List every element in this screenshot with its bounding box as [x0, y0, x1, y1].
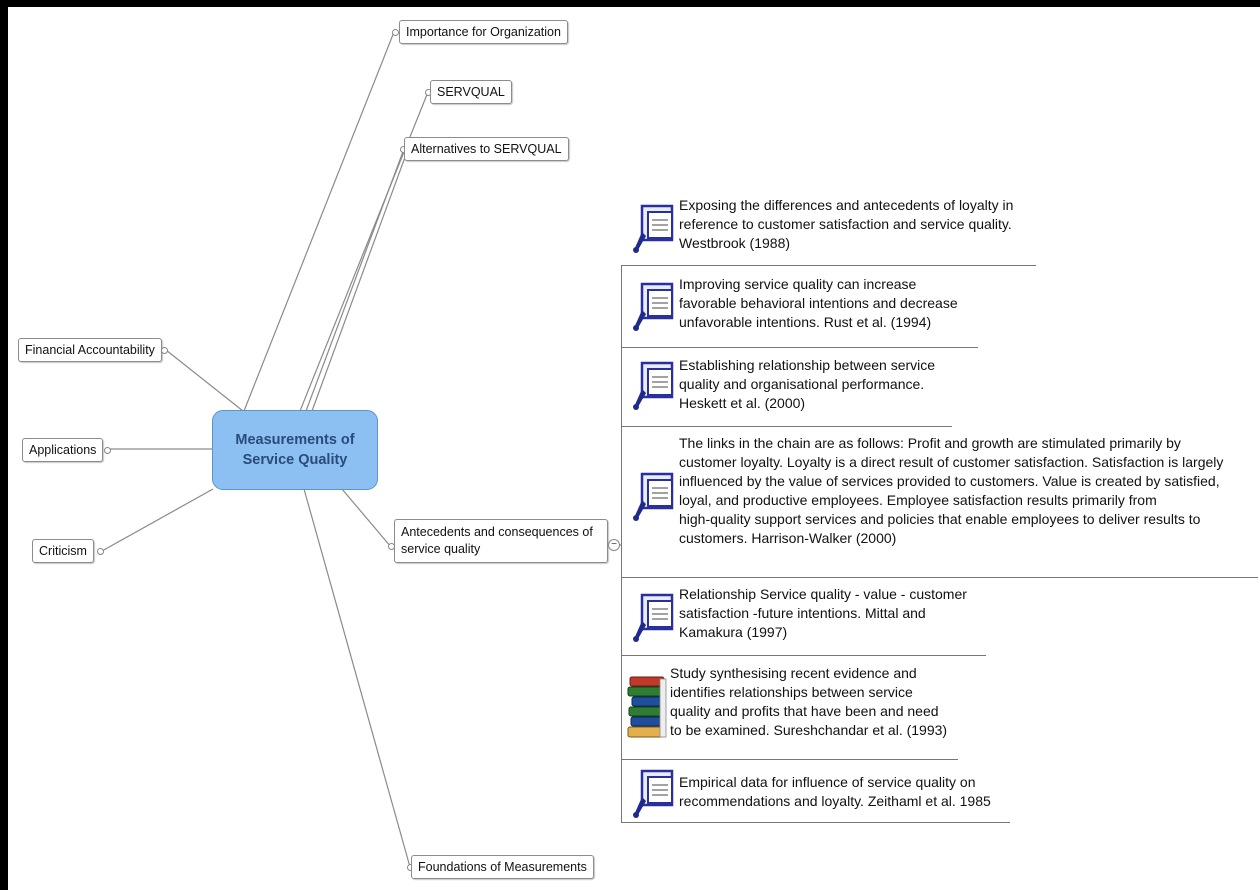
notes-bracket [621, 265, 622, 823]
connector-dot [104, 447, 111, 454]
note-line: Improving service quality can increase [679, 276, 917, 292]
note-underline [622, 426, 952, 427]
note-text: Relationship Service quality - value - c… [679, 585, 967, 642]
topic-applications[interactable]: Applications [22, 438, 104, 462]
note-icon [628, 280, 676, 332]
topic-antecedents-line-1: Antecedents and consequences of [401, 525, 593, 539]
note-line: Heskett et al. (2000) [679, 395, 806, 411]
topic-foundations-of-measurements[interactable]: Foundations of Measurements [411, 855, 594, 879]
topic-alternatives-to-servqual[interactable]: Alternatives to SERVQUAL [404, 137, 569, 161]
collapse-toggle[interactable]: − [608, 539, 620, 551]
note-line: identifies relationships between service [670, 684, 913, 700]
note-line: influenced by the value of services prov… [679, 473, 1220, 489]
note-line: recommendations and loyalty. Zeithaml et… [679, 793, 991, 809]
note-text: Improving service quality can increase f… [679, 275, 958, 332]
note-text: Empirical data for influence of service … [679, 773, 991, 811]
note-text: Establishing relationship between servic… [679, 356, 935, 413]
central-topic-line-1: Measurements of [235, 432, 355, 448]
central-topic-line-2: Service Quality [242, 452, 348, 468]
note-line: Relationship Service quality - value - c… [679, 586, 967, 602]
note-text: Exposing the differences and antecedents… [679, 196, 1013, 253]
note-underline [622, 759, 958, 760]
note-text: Study synthesising recent evidence and i… [670, 664, 947, 740]
note-line: to be examined. Sureshchandar et al. (19… [670, 722, 948, 738]
topic-antecedents-line-2: service quality [401, 542, 481, 556]
note-line: reference to customer satisfaction and s… [679, 216, 1012, 232]
note-line: Westbrook (1988) [679, 235, 791, 251]
note-line: Empirical data for influence of service … [679, 774, 976, 790]
connector-dot [97, 548, 104, 555]
note-line: The links in the chain are as follows: P… [679, 435, 1181, 451]
note-underline [622, 265, 1036, 266]
note-underline [622, 577, 1258, 578]
note-icon [628, 767, 676, 819]
mind-map-canvas: Measurements of Service Quality Financia… [8, 7, 1260, 890]
central-topic[interactable]: Measurements of Service Quality [212, 410, 378, 490]
topic-criticism[interactable]: Criticism [32, 539, 94, 563]
note-line: unfavorable intentions. Rust et al. (199… [679, 314, 932, 330]
note-line: Kamakura (1997) [679, 624, 788, 640]
note-icon [628, 359, 676, 411]
connector-dot [161, 347, 168, 354]
note-line: loyal, and productive employees. Employe… [679, 492, 1157, 508]
topic-financial-accountability[interactable]: Financial Accountability [18, 338, 162, 362]
note-line: quality and organisational performance. [679, 376, 925, 392]
note-line: Study synthesising recent evidence and [670, 665, 917, 681]
note-underline [622, 347, 978, 348]
connector-dot [392, 29, 399, 36]
note-line: Establishing relationship between servic… [679, 357, 936, 373]
connector-lines [101, 31, 622, 868]
note-icon [628, 591, 676, 643]
note-line: quality and profits that have been and n… [670, 703, 939, 719]
topic-servqual[interactable]: SERVQUAL [430, 80, 512, 104]
note-underline [622, 655, 986, 656]
note-line: Exposing the differences and antecedents… [679, 197, 1014, 213]
note-underline [622, 822, 1010, 823]
note-line: customers. Harrison-Walker (2000) [679, 530, 897, 546]
note-line: favorable behavioral intentions and decr… [679, 295, 958, 311]
note-line: satisfaction -future intentions. Mittal … [679, 605, 926, 621]
note-line: high-quality support services and polici… [679, 511, 1201, 527]
books-icon [624, 671, 672, 745]
topic-antecedents-and-consequences[interactable]: Antecedents and consequences of service … [394, 519, 608, 563]
note-icon [628, 470, 676, 522]
note-icon [628, 202, 676, 254]
topic-importance-for-organization[interactable]: Importance for Organization [399, 20, 568, 44]
note-line: customer loyalty. Loyalty is a direct re… [679, 454, 1224, 470]
note-text: The links in the chain are as follows: P… [679, 434, 1223, 548]
